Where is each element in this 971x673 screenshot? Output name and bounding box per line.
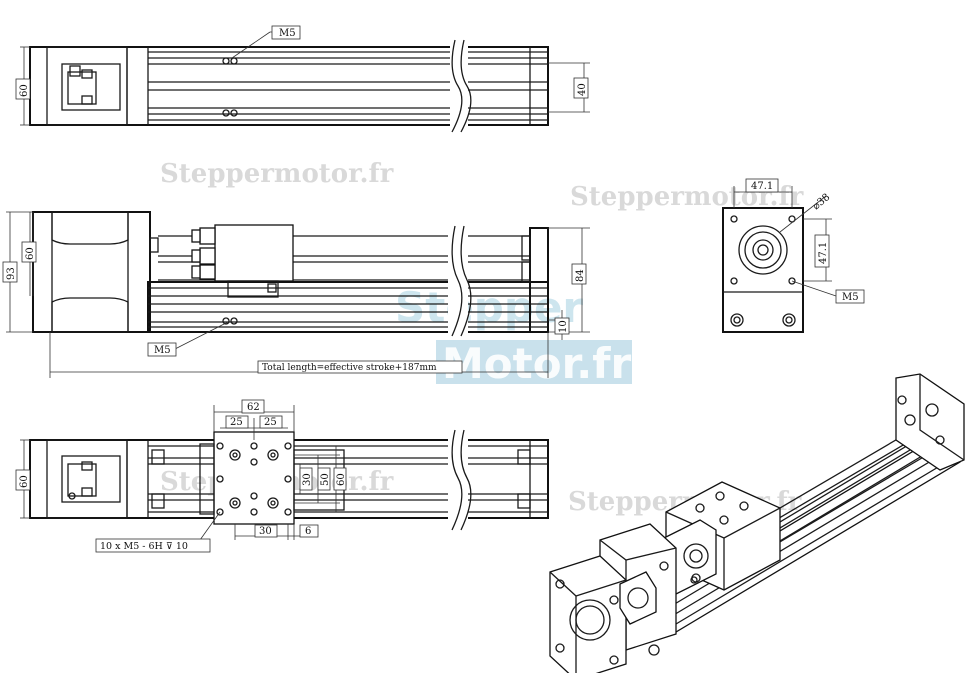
motor-mount-block bbox=[32, 211, 151, 333]
watermark-logo-box bbox=[436, 340, 632, 384]
watermark-text: Steppermotor.fr bbox=[160, 159, 394, 189]
total-length-label: Total length=effective stroke+187mm bbox=[262, 363, 437, 373]
top-view-outline bbox=[29, 46, 549, 126]
dim-84: 84 bbox=[575, 269, 586, 282]
dim-93: 93 bbox=[6, 267, 17, 280]
dim-30-horizontal: 30 bbox=[259, 526, 272, 537]
dim-60: 60 bbox=[19, 84, 30, 97]
dim-60-vertical: 60 bbox=[336, 473, 347, 486]
side-view: 93 60 84 10 Total length=effective strok… bbox=[2, 211, 590, 378]
dim-47-1-side: 47.1 bbox=[818, 242, 829, 264]
watermark-logo-bottom: Motor.fr bbox=[442, 339, 632, 388]
dim-6: 6 bbox=[305, 526, 311, 537]
dim-diameter-38: ⌀38 bbox=[811, 192, 832, 212]
watermark-logo-top: Stepper bbox=[395, 283, 583, 332]
dim-62: 62 bbox=[247, 402, 260, 413]
dim-30-vertical: 30 bbox=[302, 473, 313, 486]
label-m5: M5 bbox=[842, 292, 859, 303]
dim-40: 40 bbox=[577, 83, 588, 96]
carriage-view: 60 62 25 25 30 50 60 30 6 10 x M5 - 6H ⊽… bbox=[15, 399, 549, 553]
label-m5: M5 bbox=[154, 345, 171, 356]
dim-60: 60 bbox=[19, 475, 30, 488]
dim-47-1-top: 47.1 bbox=[751, 181, 773, 192]
dim-25a: 25 bbox=[230, 417, 243, 428]
hole-note: 10 x M5 - 6H ⊽ 10 bbox=[100, 541, 188, 552]
label-m5: M5 bbox=[279, 28, 296, 39]
dim-60: 60 bbox=[25, 247, 36, 260]
top-view-coupling-window bbox=[61, 63, 121, 111]
dim-25b: 25 bbox=[264, 417, 277, 428]
dim-10: 10 bbox=[558, 320, 569, 333]
top-view: 60 40 M5 bbox=[15, 25, 590, 133]
isometric-view bbox=[549, 373, 965, 673]
dim-50-vertical: 50 bbox=[320, 473, 331, 486]
top-view-motor-mount bbox=[46, 46, 128, 126]
